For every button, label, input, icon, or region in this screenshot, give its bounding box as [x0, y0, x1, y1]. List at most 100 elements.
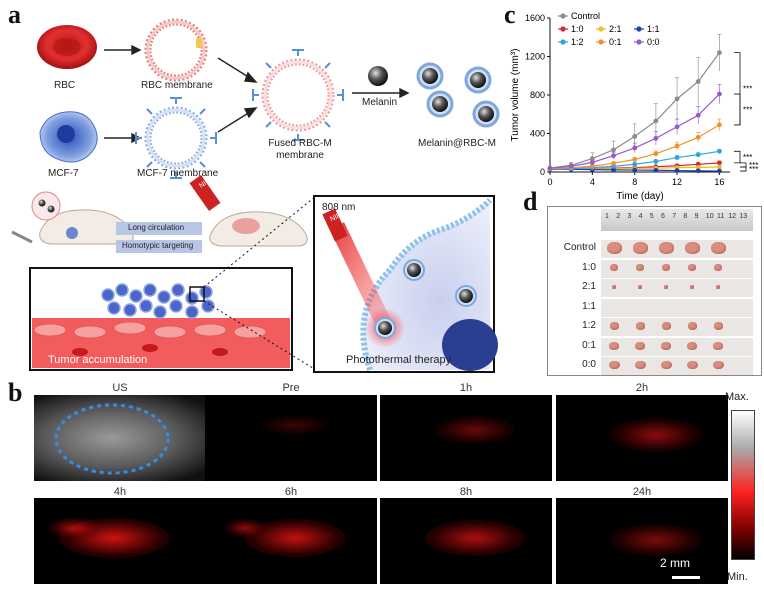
data-point [717, 160, 722, 166]
significance-label: *** [743, 105, 752, 114]
data-point [632, 167, 638, 173]
data-point [632, 133, 638, 139]
data-point [695, 134, 701, 140]
scale-bar [672, 576, 700, 579]
tumor-specimen [660, 360, 672, 370]
tumor-row-label: 1:1 [582, 300, 596, 312]
data-point [611, 153, 616, 159]
tumor-specimen [686, 360, 698, 370]
data-point [653, 118, 659, 124]
tumor-specimen [684, 242, 700, 254]
wavelength-label: 808 nm [322, 202, 356, 213]
tumor-row-label: 0:1 [582, 339, 596, 351]
x-tick-label: 0 [547, 177, 552, 187]
tumor-specimen [661, 322, 671, 330]
data-point [653, 167, 659, 173]
legend-marker [598, 39, 604, 45]
melanin-rbcm-nanoparticles [416, 62, 500, 128]
mcf7-membrane-label: MCF-7 membrane [137, 168, 219, 179]
x-tick-label: 4 [590, 177, 595, 187]
data-point [632, 145, 638, 151]
significance-bracket [740, 166, 747, 172]
legend-label: Control [571, 11, 600, 21]
photoacoustic-image [380, 395, 552, 481]
data-point [547, 165, 553, 171]
panel-label-a: a [8, 0, 21, 29]
y-axis-title: Tumor volume (mm³) [510, 49, 521, 142]
ultrasound-image [34, 395, 206, 481]
schematic-svg [11, 18, 500, 373]
tumor-row-strip [601, 278, 753, 297]
fused-membrane-label-1: Fused RBC-M [268, 138, 332, 149]
photoacoustic-image [205, 498, 377, 584]
legend-label: 1:2 [571, 37, 584, 47]
data-point [674, 124, 680, 130]
photoacoustic-image: 2 mm [556, 498, 728, 584]
legend-marker [560, 26, 566, 32]
data-point [653, 135, 659, 141]
tumor-row-strip [601, 356, 753, 375]
ruler-number: 7 [672, 213, 677, 220]
tumor-specimen [662, 264, 670, 271]
pa-image-label: 4h [113, 486, 127, 498]
legend-marker [636, 39, 642, 45]
data-point [717, 91, 722, 97]
y-tick-label: 1200 [525, 52, 545, 62]
ruler-number: 13 [739, 213, 748, 220]
flow-arrows [104, 44, 410, 144]
scale-bar-label: 2 mm [660, 556, 690, 570]
data-point [717, 164, 722, 170]
significance-label: *** [743, 153, 752, 162]
tumor-specimen [612, 285, 616, 289]
data-point [695, 79, 701, 84]
pa-image-label: Pre [282, 382, 300, 394]
tumor-specimen [687, 341, 697, 350]
mcf7-label: MCF-7 [48, 168, 79, 179]
mouse-injection-icon [11, 191, 134, 245]
rbc-membrane-icon [144, 18, 208, 82]
pa-image-label: 8h [459, 486, 473, 498]
ruler-number: 9 [694, 213, 699, 220]
tumor-specimen [606, 242, 622, 254]
melanin-nanoparticle-icon [368, 66, 388, 86]
tumor-row-label: 1:0 [582, 261, 596, 273]
panel-label-b: b [8, 378, 23, 407]
tumor-row-label: 1:2 [582, 320, 596, 331]
significance-label: *** [749, 165, 758, 174]
tumor-specimen [634, 360, 646, 370]
tumor-specimen [688, 264, 696, 271]
fused-membrane-label-2: membrane [276, 150, 324, 161]
mouse-irradiation-icon [189, 175, 308, 247]
photothermal-label: Photothermal therapy [346, 354, 452, 366]
ruler-number: 6 [661, 213, 665, 220]
tumor-specimen [609, 322, 619, 330]
y-tick-label: 400 [530, 129, 545, 139]
data-point [632, 161, 638, 167]
data-point [611, 160, 616, 166]
pa-image-label: 2h [635, 382, 649, 394]
significance-bracket [734, 52, 741, 126]
tumor-row-label: 0:0 [582, 359, 596, 370]
tumor-row-strip [601, 258, 753, 278]
tumor-row-strip [601, 297, 753, 317]
ruler-number: 3 [627, 213, 632, 220]
legend-marker [560, 39, 566, 45]
tumor-specimen [636, 264, 644, 271]
ruler-number: 8 [683, 213, 688, 220]
tumor-accumulation-label: Tumor accumulation [48, 354, 148, 366]
tumor-row-strip [601, 336, 753, 356]
tumor-row-label: 2:1 [582, 281, 596, 292]
data-point [674, 155, 680, 160]
tumor-specimen [713, 341, 723, 350]
tumor-specimen [632, 242, 648, 254]
data-point [589, 159, 595, 165]
significance-label: *** [749, 161, 758, 170]
y-tick-label: 800 [530, 90, 545, 100]
y-tick-label: 1600 [525, 13, 545, 23]
ruler-number: 11 [717, 213, 725, 220]
x-tick-label: 8 [632, 177, 637, 187]
fused-membrane-icon [252, 49, 344, 141]
tumor-specimen [716, 285, 720, 289]
